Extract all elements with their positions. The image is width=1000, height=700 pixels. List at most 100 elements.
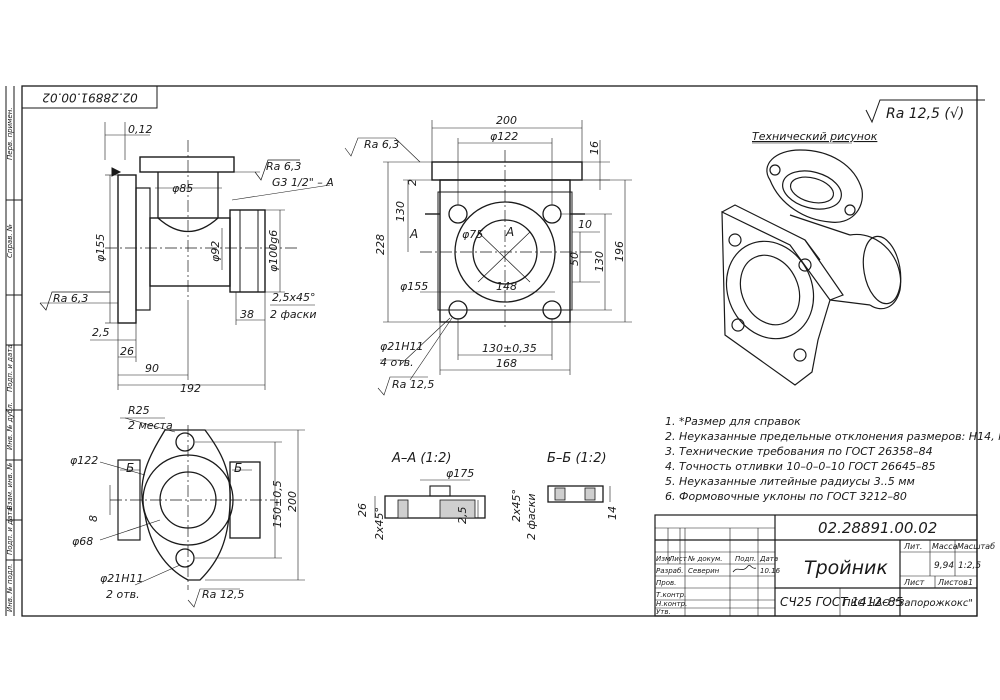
section-bb-chamfer: 2x45° [510,489,523,522]
side-d90: 90 [145,362,159,375]
strip-label-5: Взам. инв. № [6,462,14,510]
side-d155: φ155 [94,234,107,262]
top-d200: 200 [286,491,299,512]
front-holes-count: 4 отв. [380,356,414,369]
tb-signature [732,564,757,573]
note-6: 6. Формовочные уклоны по ГОСТ 3212–80 [665,490,907,503]
tb-hdr-doc: № докум. [687,555,723,563]
tb-prov: Пров. [656,579,676,587]
top-d68: φ68 [72,535,93,548]
tb-col-scale: Масштаб [957,542,995,551]
side-ra-left: Ra 6,3 [53,292,88,305]
section-aa [374,479,486,519]
tb-sheets: Листов [937,578,968,587]
top-places: 2 места [128,419,173,432]
top-view [110,425,275,590]
front-view [420,150,595,330]
front-holes: φ21H11 [380,340,424,353]
roughness-general: Ra 12,5 (√) [886,106,964,122]
tb-razrab: Разраб. [656,567,684,575]
code-rotated: 02.28891.00.02 [42,91,137,105]
front-d196: 196 [613,241,626,262]
side-view [105,140,300,324]
front-d200: 200 [496,114,517,127]
side-dim-012: 0,12 [128,123,153,136]
left-strip-cells [6,199,22,561]
side-d192: 192 [180,382,201,395]
tb-nkontr: Н.контр. [656,600,687,608]
notes-block: 1. *Размер для справок 2. Неуказанные пр… [665,415,1000,503]
tb-utv: Утв. [656,608,671,616]
tech-title: Технический рисунок [752,130,878,143]
strip-label-7: Инв. № подл. [6,564,14,612]
sheet-frame [21,85,978,617]
tb-hdr-izm: Изм [656,555,671,563]
strip-label-6: Подп. и дата [6,507,14,555]
side-d100: φ100g6 [267,230,280,272]
tb-col-lit: Лит. [903,542,922,551]
top-d122: φ122 [70,454,98,467]
note-5: 5. Неуказанные литейные радиусы 3..5 мм [665,475,915,488]
top-mark-b-right: Б [234,461,242,475]
note-2: 2. Неуказанные предельные отклонения раз… [665,430,1000,443]
side-chamfer-note: 2 фаски [270,308,316,321]
strip-label-3: Подп. и дата [6,344,14,392]
front-view-dims [344,120,632,396]
front-d122: φ122 [490,130,518,143]
side-ra-left-sign [39,291,110,311]
top-holes: φ21H11 [100,572,144,585]
side-ra-63: Ra 6,3 [266,160,301,173]
section-bb-14: 14 [606,506,619,520]
side-d26: 26 [120,345,134,358]
code-box [21,85,158,109]
top-holes-count: 2 отв. [106,588,140,601]
top-d150: 150±0,5 [271,480,284,528]
section-bb-title: Б–Б (1:2) [547,451,607,466]
front-mark-a-right: А [505,225,514,239]
front-d16: 16 [588,141,601,155]
note-3: 3. Технические требования по ГОСТ 26358–… [665,445,933,458]
front-ra125: Ra 12,5 [392,378,434,391]
tb-tkontr: Т.контр. [656,591,686,599]
tb-sheet: Лист [903,578,925,587]
tech-isometric [721,149,902,386]
tb-material: СЧ25 ГОСТ 1412–85 [780,595,903,609]
tb-company: ПКО ЧАО "Запорожкокс" [843,598,973,609]
side-d92: φ92 [209,241,222,262]
side-view-dims [40,122,331,390]
top-mark-b-left: Б [126,461,134,475]
front-d155: φ155 [400,280,428,293]
strip-label-1: Перв. примен. [6,107,14,160]
tb-hdr-sign: Подп. [735,555,756,563]
front-d148: 148 [496,280,517,293]
front-d2: 2 [406,179,419,186]
front-d130-right: 130 [593,251,606,272]
front-d228: 228 [374,234,387,255]
note-1: 1. *Размер для справок [665,415,801,428]
section-aa-25: 2,5 [456,507,469,525]
title-block [654,514,978,617]
section-aa-d175: φ175 [446,467,474,480]
tb-code: 02.28891.00.02 [818,519,937,537]
tb-hdr-list: Лист [668,555,688,563]
note-4: 4. Точность отливки 10–0–0–10 ГОСТ 26645… [665,460,936,473]
side-ra-sign [254,159,300,181]
side-d25: 2,5 [92,326,110,339]
side-thread: G3 1/2" – A [272,176,334,189]
top-ra125: Ra 12,5 [202,588,244,601]
strip-label-2: Справ. № [6,224,14,258]
front-d75: φ75 [462,228,483,241]
tb-mass: 9,94 [934,561,954,571]
tb-razrab-date: 10.16 [760,567,781,575]
front-d10: 10 [578,218,592,231]
tb-razrab-name: Северин [688,567,720,575]
tb-hdr-date: Дата [759,555,778,563]
section-aa-chamfer: 2x45° [373,507,386,540]
front-mark-a-left: А [409,227,418,241]
side-d85: φ85 [172,182,193,195]
top-view-dims [99,417,305,608]
side-d38: 38 [240,308,254,321]
tb-sheets-val: 1 [968,578,973,587]
